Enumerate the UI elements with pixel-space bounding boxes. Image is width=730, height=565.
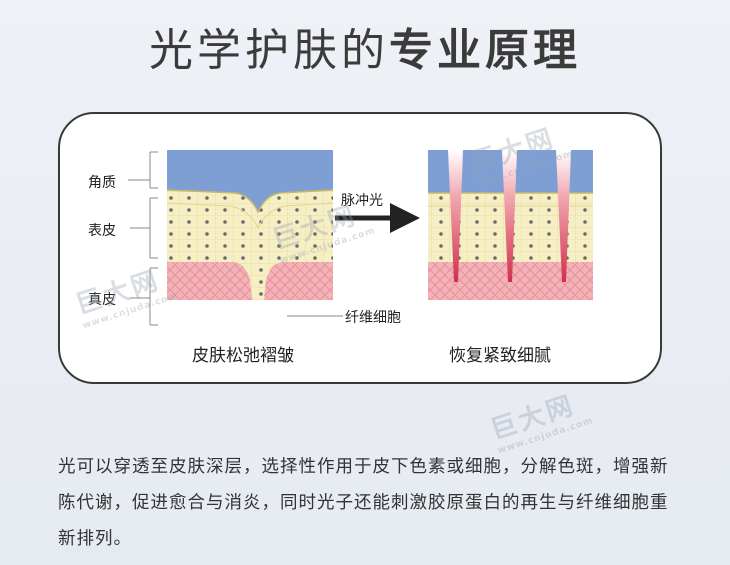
skin-before (166, 150, 334, 300)
caption-after: 恢复紧致细腻 (449, 346, 551, 366)
light-beam-1 (448, 150, 463, 282)
description-paragraph: 光可以穿透至皮肤深层，选择性作用于皮下色素或细胞，分解色斑，增强新陈代谢，促进愈… (58, 457, 669, 549)
label-dermis: 真皮 (88, 292, 116, 308)
label-stratum: 角质 (88, 175, 116, 191)
label-epidermis: 表皮 (88, 223, 116, 239)
layer-brackets (128, 151, 343, 326)
fiber-label: 纤维细胞 (345, 310, 401, 326)
light-beam-3 (556, 150, 571, 282)
title-bold: 专业原理 (389, 25, 581, 76)
page-title: 光学护肤的专业原理 (0, 14, 730, 78)
title-light: 光学护肤的 (149, 25, 389, 76)
skin-after (428, 150, 593, 300)
arrow-label: 脉冲光 (341, 193, 383, 209)
caption-before: 皮肤松弛褶皱 (192, 346, 294, 366)
light-beam-2 (502, 150, 517, 282)
